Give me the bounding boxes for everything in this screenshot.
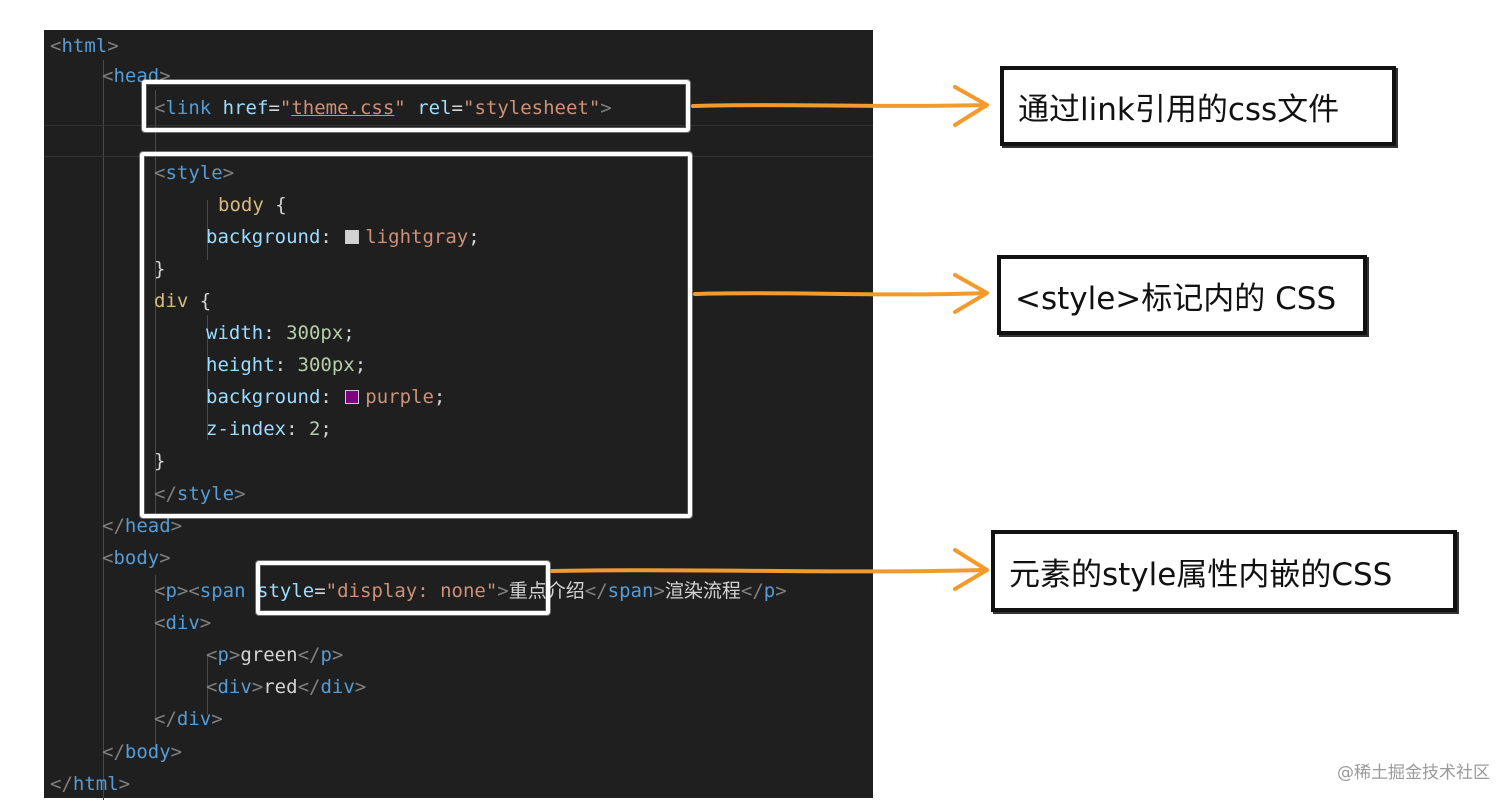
code-line-div-selector: div {: [154, 290, 212, 312]
current-line-marker: [44, 125, 873, 126]
code-line-p-green: <p>green</p>: [206, 644, 344, 666]
code-line-div-close: </div>: [154, 708, 223, 730]
watermark: @稀土掘金技术社区: [1337, 763, 1490, 783]
code-line-div-open: <div>: [154, 612, 212, 634]
code-line-zindex: z-index: 2;: [206, 418, 332, 440]
highlight-box-style-block: [140, 152, 692, 518]
color-swatch-lightgray[interactable]: [345, 230, 360, 244]
label-style-css-text: <style>标记内的 CSS: [1015, 280, 1337, 317]
label-link-css-text: 通过link引用的css文件: [1018, 91, 1340, 128]
code-line-style-close: </style>: [154, 483, 246, 505]
code-line-background-purple: background: purple;: [206, 386, 446, 408]
code-line-background-lightgray: background: lightgray;: [206, 226, 480, 248]
code-line-body-close: </body>: [102, 741, 183, 763]
code-line-html-close: </html>: [50, 773, 131, 795]
code-line-div-red: <div>red</div>: [206, 676, 367, 698]
arrow-style: [693, 273, 989, 314]
label-inline-css: 元素的style属性内嵌的CSS: [991, 530, 1457, 612]
arrow-link: [691, 85, 989, 127]
code-line-close-brace: }: [154, 258, 166, 280]
indent-guide: [155, 575, 156, 750]
code-line-style-open: <style>: [154, 162, 235, 184]
code-line-body-selector: body {: [218, 194, 287, 216]
code-line-body-open: <body>: [102, 547, 171, 569]
arrow-inline: [550, 548, 989, 591]
highlight-box-link: [142, 80, 690, 132]
label-link-css: 通过link引用的css文件: [1000, 66, 1396, 146]
code-editor: <html> <head> <link href="theme.css" rel…: [44, 30, 873, 800]
indent-guide: [207, 200, 208, 260]
indent-guide: [155, 90, 156, 515]
label-style-css: <style>标记内的 CSS: [997, 255, 1367, 335]
code-line-close-brace: }: [154, 450, 166, 472]
code-line-head-close: </head>: [102, 515, 183, 537]
code-line-html-open: <html>: [50, 35, 119, 57]
code-line-height: height: 300px;: [206, 354, 367, 376]
indent-guide: [207, 315, 208, 440]
color-swatch-purple[interactable]: [345, 390, 360, 404]
highlight-box-inline-style: [256, 561, 550, 615]
current-line-marker: [44, 156, 873, 157]
indent-guide: [207, 655, 208, 715]
code-line-width: width: 300px;: [206, 322, 355, 344]
code-line-link: <link href="theme.css" rel="stylesheet">: [154, 97, 612, 119]
indent-guide: [103, 60, 104, 800]
label-inline-css-text: 元素的style属性内嵌的CSS: [1009, 556, 1393, 593]
